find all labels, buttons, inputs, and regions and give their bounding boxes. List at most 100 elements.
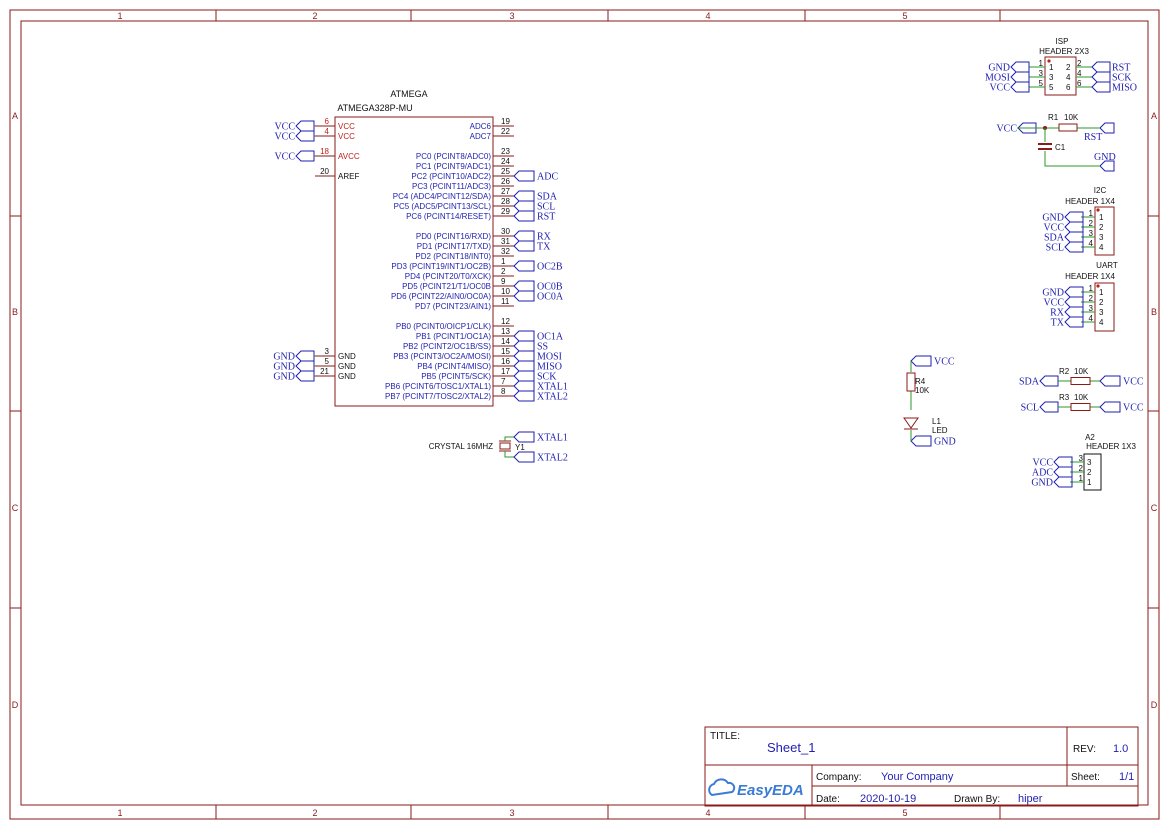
- mcu-pin-name: PB1 (PCINT1/OC1A): [416, 332, 491, 341]
- isp-flag-mosi-label: MOSI: [985, 73, 1010, 84]
- reset-flag-vcc: VCC: [996, 122, 1037, 135]
- mcu-pin-name: PC2 (PCINT10/ADC2): [411, 172, 491, 181]
- a2-flag-adc: ADC: [1032, 466, 1073, 479]
- uart-flag-tx: TX: [1051, 316, 1084, 329]
- mcu-pin-number: 24: [501, 157, 510, 166]
- i2c-flag-scl: SCL: [1046, 241, 1084, 254]
- mcu-pin-name: PD3 (PCINT19/INT1/OC2B): [391, 262, 491, 271]
- mcu-net-flag-oc0a-label: OC0A: [537, 292, 564, 303]
- border-col-1-bottom: 1: [117, 808, 122, 818]
- mcu-pin-name: AREF: [338, 172, 359, 181]
- mcu-pin-number: 28: [501, 197, 510, 206]
- isp-inner-number: 6: [1066, 83, 1071, 92]
- mcu-net-flag-xtal2: XTAL2: [513, 390, 568, 403]
- crystal-flag-xtal2: XTAL2: [513, 451, 568, 464]
- mcu-pin-name: PB6 (PCINT6/TOSC1/XTAL1): [385, 382, 491, 391]
- title-value: Sheet_1: [767, 740, 815, 755]
- mcu-net-flag-xtal1: XTAL1: [513, 380, 568, 393]
- mcu-net-flag-mosi-label: MOSI: [537, 352, 562, 363]
- isp-ref: ISP: [1056, 37, 1069, 46]
- led-symbol: [903, 417, 919, 430]
- mcu-pin-number: 8: [501, 387, 506, 396]
- i2c-inner-number: 1: [1099, 213, 1104, 222]
- mcu-net-flag-oc1a: OC1A: [513, 330, 564, 343]
- mcu-pin-number: 2: [501, 267, 506, 276]
- mcu-pin-name: GND: [338, 362, 356, 371]
- mcu-net-flag-ss: SS: [513, 340, 548, 353]
- mcu-pin-number: 1: [501, 257, 506, 266]
- mcu-pin-number: 5: [325, 357, 330, 366]
- mcu-pin-name: PD2 (PCINT18/INT0): [415, 252, 491, 261]
- uart-flag-rx-label: RX: [1050, 308, 1065, 319]
- a2-inner-number: 3: [1087, 458, 1092, 467]
- mcu-net-flag-oc1a-label: OC1A: [537, 332, 564, 343]
- mcu-pin-name: PB3 (PCINT3/OC2A/MOSI): [393, 352, 491, 361]
- mcu-pin-name: PC0 (PCINT8/ADC0): [416, 152, 491, 161]
- mcu-net-flag-miso: MISO: [513, 360, 562, 373]
- mcu-net-flag-rx: RX: [513, 230, 552, 243]
- uart-flag-rx: RX: [1050, 306, 1084, 319]
- a2-flag-gnd: GND: [1031, 476, 1073, 489]
- mcu-pin-name: PD6 (PCINT22/AIN0/OC0A): [391, 292, 491, 301]
- border-row-c-left: C: [12, 503, 19, 513]
- r1-body: [1058, 123, 1078, 132]
- uart-flag-vcc-label: VCC: [1043, 298, 1064, 309]
- mcu-pin-name: AVCC: [338, 152, 360, 161]
- pullup-flag-vcc-label: VCC: [1123, 403, 1144, 414]
- mcu-net-flag-gnd: GND: [273, 370, 315, 383]
- mcu-net-flag-oc0a: OC0A: [513, 290, 564, 303]
- mcu-net-flag-oc0b: OC0B: [513, 280, 563, 293]
- mcu-pin-number: 18: [320, 147, 329, 156]
- cloud-icon: [708, 778, 736, 797]
- mcu-pin-name: VCC: [338, 132, 355, 141]
- reset-flag-gnd-label: GND: [1094, 152, 1116, 163]
- isp-flag-label: MISO: [1112, 83, 1137, 94]
- mcu-pin-name: VCC: [338, 122, 355, 131]
- pullup-resistor-body: [1070, 377, 1091, 385]
- isp-flag-sck: SCK: [1091, 71, 1132, 84]
- pullup-flag-vcc: VCC: [1099, 401, 1144, 414]
- mcu-pin-number: 15: [501, 347, 510, 356]
- rev-label: REV:: [1073, 744, 1096, 755]
- mcu-pin-number: 29: [501, 207, 510, 216]
- mcu-net-flag-oc2b-label: OC2B: [537, 262, 563, 273]
- rev-value: 1.0: [1113, 743, 1128, 755]
- l1-name: LED: [932, 426, 948, 435]
- isp-flag-vcc-label: VCC: [989, 83, 1010, 94]
- mcu-net-flag-xtal2-label: XTAL2: [537, 392, 568, 403]
- mcu-pin-number: 30: [501, 227, 510, 236]
- mcu-net-flag-oc0b-label: OC0B: [537, 282, 563, 293]
- a2-part: HEADER 1X3: [1086, 442, 1136, 451]
- mcu-pin-name: PC1 (PCINT9/ADC1): [416, 162, 491, 171]
- pullup-flag-sda-label: SDA: [1019, 377, 1040, 388]
- mcu-net-flag-vcc: VCC: [274, 130, 315, 143]
- isp-flag-label: SCK: [1112, 73, 1132, 84]
- mcu-net-flag-sda: SDA: [513, 190, 558, 203]
- title-block: TITLE: Sheet_1 REV: 1.0 Company: Your Co…: [704, 726, 1139, 807]
- mcu-net-flag-vcc-label: VCC: [274, 122, 295, 133]
- mcu-pin-number: 12: [501, 317, 510, 326]
- i2c-pin-number: 2: [1089, 219, 1094, 228]
- r1-value: 10K: [1064, 113, 1079, 122]
- mcu-part: ATMEGA328P-MU: [337, 103, 412, 113]
- uart-flag-gnd-label: GND: [1042, 288, 1064, 299]
- sheet-label: Sheet:: [1071, 772, 1100, 783]
- mcu-net-flag-rx-label: RX: [537, 232, 552, 243]
- a2-flag-gnd-label: GND: [1031, 478, 1053, 489]
- i2c-flag-scl-label: SCL: [1046, 243, 1064, 254]
- pullup-value: 10K: [1074, 393, 1089, 402]
- mcu-pin-number: 22: [501, 127, 510, 136]
- pullup-flag-vcc: VCC: [1099, 375, 1144, 388]
- date-label: Date:: [816, 794, 840, 805]
